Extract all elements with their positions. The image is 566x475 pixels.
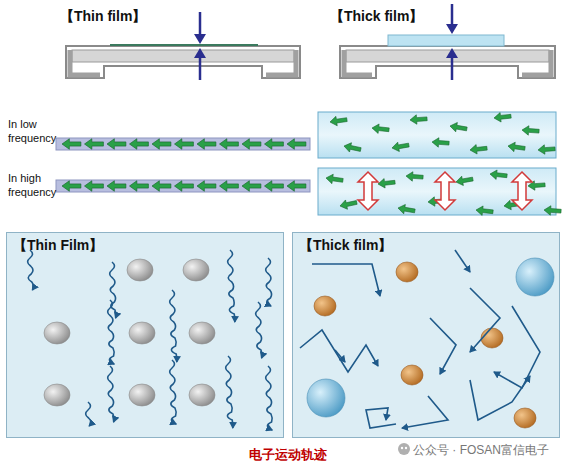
current-arrow <box>329 115 347 127</box>
panel-box: 【Thin Film】 <box>6 232 284 438</box>
current-arrow <box>242 181 261 192</box>
thin-film-atoms <box>44 259 215 406</box>
electron-path <box>108 366 115 422</box>
current-arrow <box>62 181 81 192</box>
electron-path <box>266 366 273 430</box>
thin-panel-ground <box>6 232 284 438</box>
electron-path <box>170 360 177 424</box>
current-arrow <box>197 181 216 192</box>
caption: 电子运动轨迹 <box>249 446 327 464</box>
current-arrow <box>391 140 409 152</box>
current-arrow <box>372 123 390 134</box>
thick-film-grains <box>307 258 554 428</box>
thick-strip-low <box>318 112 556 158</box>
thin-strip-high <box>56 180 310 192</box>
current-arrow <box>130 139 149 150</box>
current-arrows <box>62 111 561 216</box>
current-arrow <box>62 139 81 150</box>
electron-path <box>266 258 272 306</box>
thin-strip-low <box>56 138 310 150</box>
thick-panel-ground <box>292 232 560 438</box>
electron-paths-thick <box>300 250 540 428</box>
panel-box: 【Thick film】 <box>292 232 560 438</box>
current-arrow <box>85 181 104 192</box>
current-arrow <box>406 171 424 182</box>
current-arrow <box>220 181 239 192</box>
electron-paths-thin <box>28 250 273 430</box>
watermark: 公众号 · FOSAN富信电子 <box>413 442 549 459</box>
electron-path <box>86 402 91 426</box>
current-arrow <box>339 198 358 211</box>
watermark-icon <box>398 443 410 455</box>
section-title: 【Thin film】 <box>60 8 146 26</box>
thick-strip-high <box>318 168 556 215</box>
current-arrow <box>265 139 284 150</box>
current-arrow <box>378 177 396 188</box>
current-arrow <box>287 139 306 150</box>
electron-path <box>256 302 263 358</box>
electron-path <box>170 290 177 362</box>
electron-path <box>226 356 233 428</box>
current-arrow <box>220 139 239 150</box>
current-arrow <box>432 137 450 148</box>
electron-path <box>228 250 235 322</box>
frequency-label: In low frequency <box>8 118 54 146</box>
current-arrow <box>152 181 171 192</box>
current-arrow <box>152 139 171 150</box>
current-arrow <box>287 181 306 192</box>
current-arrow <box>242 139 261 150</box>
current-arrow <box>107 139 126 150</box>
current-arrow <box>107 181 126 192</box>
current-arrow <box>476 205 494 216</box>
electron-path <box>110 262 117 318</box>
section-title: 【Thick film】 <box>330 8 423 26</box>
electron-path <box>28 250 34 290</box>
current-arrow <box>197 139 216 150</box>
current-arrow <box>494 111 512 122</box>
current-arrow <box>522 125 540 136</box>
current-arrow <box>130 181 149 192</box>
current-arrow <box>490 169 508 180</box>
current-arrow <box>85 139 104 150</box>
current-arrow <box>397 203 415 215</box>
current-arrow <box>507 141 525 153</box>
current-arrow <box>538 144 556 155</box>
current-arrow <box>175 181 194 192</box>
current-arrow <box>544 205 562 216</box>
current-arrow <box>410 114 428 125</box>
electron-path <box>108 300 115 364</box>
current-arrow <box>470 143 488 154</box>
current-arrow <box>175 139 194 150</box>
current-arrow <box>455 174 473 186</box>
current-arrow <box>265 181 284 192</box>
current-arrow <box>343 141 362 154</box>
capacitive-coupling-arrows <box>358 172 532 210</box>
panel-heading: 【Thick film】 <box>299 237 392 255</box>
current-arrow <box>325 173 343 185</box>
panel-heading: 【Thin Film】 <box>13 237 103 255</box>
frequency-label: In high frequency <box>8 172 54 200</box>
current-arrow <box>449 121 467 133</box>
